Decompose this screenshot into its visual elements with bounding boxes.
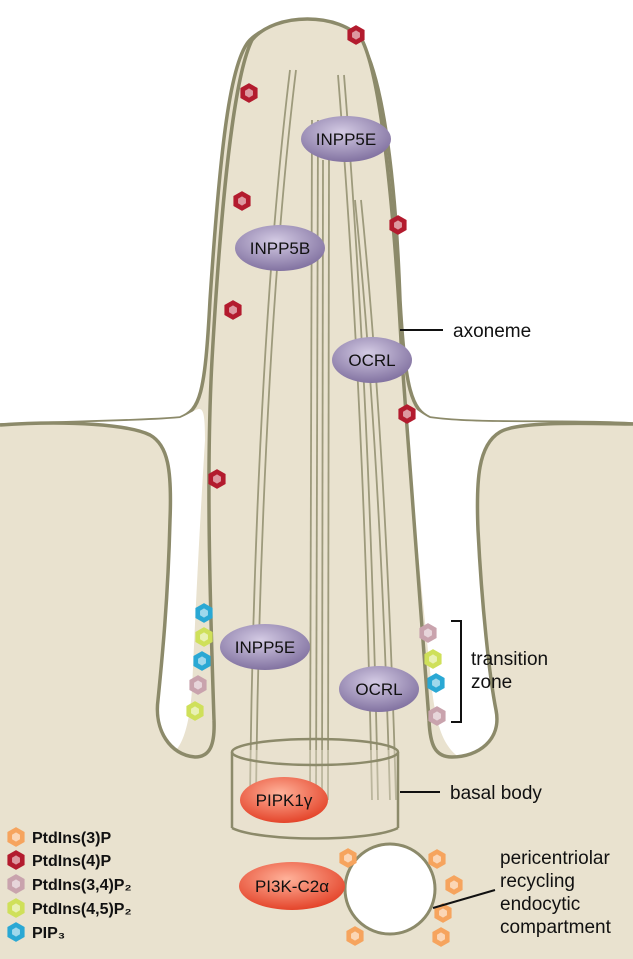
inpp5e-tz-label: INPP5E (235, 638, 295, 657)
legend-ptdins45p2-label: PtdIns(4,5)P₂ (32, 901, 132, 918)
legend-ptdins4p-label: PtdIns(4)P (32, 853, 111, 870)
compartment-label-line3: endocytic (500, 894, 580, 915)
pi3k-label: PI3K-C2α (255, 877, 329, 896)
ocrl-tz-enzyme: OCRL (339, 666, 419, 712)
cilium-outline (207, 17, 431, 721)
axoneme-label: axoneme (453, 321, 531, 342)
transition-zone-bracket (451, 620, 462, 723)
legend-ptdins3p-label: PtdIns(3)P (32, 830, 111, 847)
left-tissue (0, 423, 215, 959)
cilium-shaft (207, 19, 430, 740)
legend: PtdIns(3)P PtdIns(4)P PtdIns(3,4)P₂ PtdI… (7, 827, 132, 942)
pipk1g-label: PIPK1γ (256, 791, 313, 810)
compartment-label-line2: recycling (500, 871, 575, 892)
compartment-label-line4: compartment (500, 917, 612, 938)
compartment-leader (432, 889, 496, 909)
transition-label-line1: transition (471, 649, 548, 670)
legend-ptdins34p2-label: PtdIns(3,4)P₂ (32, 877, 132, 894)
inpp5e-tip-enzyme: INPP5E (301, 116, 391, 162)
left-pocket-outline (0, 421, 216, 759)
ocrl-tz-label: OCRL (355, 680, 402, 699)
right-tissue (420, 423, 633, 959)
pi3k-enzyme: PI3K-C2α (239, 862, 345, 910)
ocrl-axoneme-enzyme: OCRL (332, 337, 412, 383)
transition-label-line2: zone (471, 672, 512, 693)
inpp5b-label: INPP5B (250, 239, 310, 258)
inpp5e-tip-label: INPP5E (316, 130, 376, 149)
right-pocket-outline (427, 421, 633, 759)
pipk1g-enzyme: PIPK1γ (240, 777, 328, 823)
basal-body-label: basal body (450, 783, 542, 804)
legend-pip3-label: PIP₃ (32, 925, 65, 942)
pericentriolar-compartment (343, 842, 437, 936)
inpp5b-enzyme: INPP5B (235, 225, 325, 271)
inpp5e-tz-enzyme: INPP5E (220, 624, 310, 670)
ocrl-axoneme-label: OCRL (348, 351, 395, 370)
compartment-label-line1: pericentriolar (500, 848, 610, 869)
